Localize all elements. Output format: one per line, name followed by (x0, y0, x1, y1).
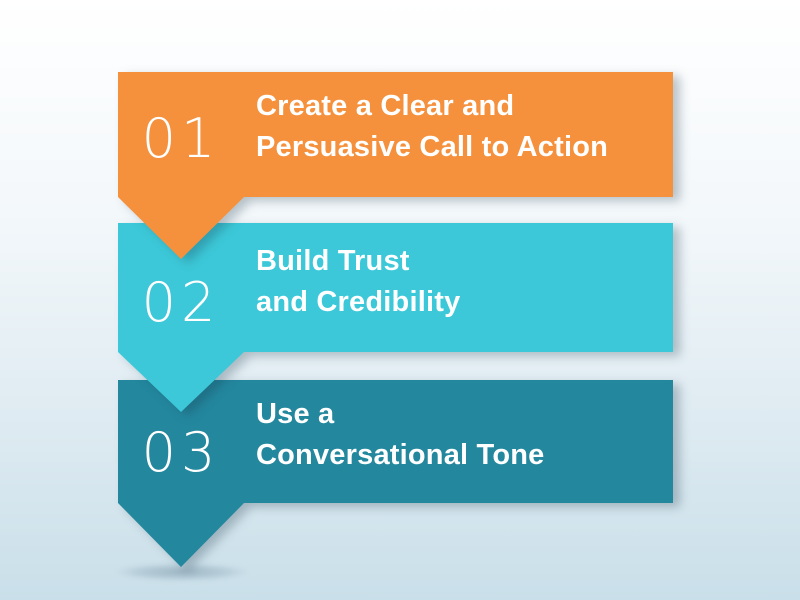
step-2-title: Build Trust and Credibility (256, 241, 657, 323)
step-1-title: Create a Clear and Persuasive Call to Ac… (256, 86, 657, 168)
step-3-title: Use a Conversational Tone (256, 394, 657, 476)
step-banner-3: 03 Use a Conversational Tone (118, 380, 673, 567)
step-2-title-line-1: Build Trust (256, 245, 410, 277)
step-banner-1-ribbon: 01 Create a Clear and Persuasive Call to… (118, 72, 673, 259)
step-3-title-line-2: Conversational Tone (256, 439, 545, 471)
step-banner-2: 02 Build Trust and Credibility (118, 223, 673, 412)
step-2-number: 02 (141, 271, 221, 334)
step-1-title-line-1: Create a Clear and (256, 90, 515, 122)
step-1-title-line-2: Persuasive Call to Action (256, 131, 609, 163)
step-3-title-line-1: Use a (256, 398, 335, 430)
step-1-number: 01 (141, 107, 221, 170)
step-banner-1: 01 Create a Clear and Persuasive Call to… (118, 72, 673, 259)
step-2-title-line-2: and Credibility (256, 286, 461, 318)
step-3-number: 03 (141, 421, 221, 484)
ground-shadow (116, 563, 248, 581)
